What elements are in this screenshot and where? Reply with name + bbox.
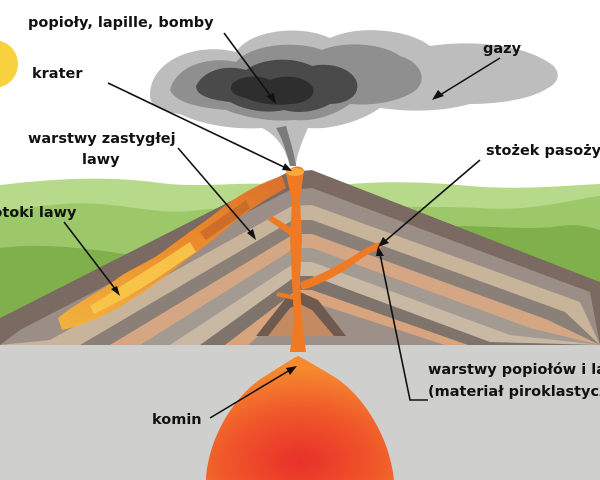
- label-parasitic-cone: stożek pasożytniczy: [486, 143, 600, 159]
- label-conduit: komin: [152, 412, 202, 428]
- label-gases: gazy: [483, 41, 522, 57]
- label-hardened-lava-2: lawy: [82, 152, 120, 168]
- label-lava-flows: potoki lawy: [0, 205, 77, 221]
- magma-chamber: [206, 356, 394, 480]
- sun-icon: [0, 40, 18, 88]
- label-pyroclastic-1: warstwy popiołów i lapilli: [428, 362, 600, 378]
- label-hardened-lava-1: warstwy zastygłej: [28, 131, 176, 147]
- label-crater: krater: [32, 66, 83, 82]
- label-pyroclastic-2: (materiał piroklastyczny): [428, 384, 600, 400]
- conduit: [286, 166, 306, 352]
- ash-cloud: [150, 30, 558, 166]
- label-ash: popioły, lapille, bomby: [28, 15, 214, 31]
- leader-lines: [63, 32, 501, 419]
